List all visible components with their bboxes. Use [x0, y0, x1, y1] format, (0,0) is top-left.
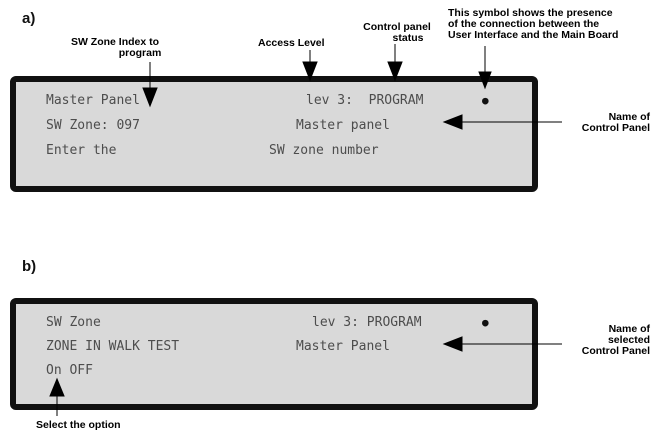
sw-zone-index-text-2: program — [118, 47, 162, 59]
sw-zone-index-text-1: SW Zone Index to — [70, 36, 160, 48]
selected-panel-arrowhead — [442, 336, 463, 352]
lcd-b-row3-left: On OFF — [46, 363, 93, 378]
control-panel-name-text-1: Name of — [608, 111, 650, 123]
lcd-display-b: SW Zone lev 3: PROGRAM ● ZONE IN WALK TE… — [10, 298, 538, 410]
panel-a-label: a) — [22, 10, 36, 27]
connection-symbol-text-3: User Interface and the Main Board — [448, 29, 619, 41]
connection-symbol-text-2: of the connection between the — [448, 18, 600, 30]
sw-zone-index-annotation: SW Zone Index to program — [50, 37, 180, 59]
lcd-b-row1-left: SW Zone — [46, 315, 101, 330]
lcd-a-row1-right: lev 3: PROGRAM — [306, 93, 424, 108]
status-arrowhead — [387, 61, 403, 82]
lcd-a-row3-left: Enter the — [46, 143, 117, 158]
control-panel-status-text-1: Control panel — [363, 21, 431, 33]
select-option-arrowhead — [49, 377, 65, 397]
selected-control-panel-annotation: Name of selected Control Panel — [546, 324, 650, 357]
selected-panel-name-text-1: Name of — [608, 323, 650, 335]
lcd-display-a: Master Panel lev 3: PROGRAM ● SW Zone: 0… — [10, 76, 538, 192]
control-panel-status-text-2: status — [392, 32, 424, 44]
lcd-b-row2-right: Master Panel — [296, 339, 390, 354]
access-level-annotation: Access Level — [258, 37, 325, 49]
control-panel-name-annotation: Name of Control Panel — [546, 112, 650, 134]
symbol-arrowhead — [478, 71, 492, 90]
lcd-b-row2-left: ZONE IN WALK TEST — [46, 339, 180, 354]
lcd-a-row3-right: SW zone number — [269, 143, 379, 158]
selected-panel-name-text-3: Control Panel — [581, 345, 650, 357]
lcd-a-row2-left: SW Zone: 097 — [46, 118, 140, 133]
lcd-a-row1-left: Master Panel — [46, 93, 140, 108]
connection-symbol-icon: ● — [482, 94, 489, 107]
lcd-a-row2-right: Master panel — [296, 118, 390, 133]
access-level-arrowhead — [302, 61, 318, 82]
sw-zone-index-arrowhead — [142, 87, 158, 108]
connection-symbol-text-1: This symbol shows the presence — [448, 7, 613, 19]
panel-b-label: b) — [22, 258, 37, 275]
control-panel-status-annotation: Control panel status — [352, 22, 442, 44]
select-option-annotation: Select the option — [36, 419, 121, 431]
panel-name-arrowhead — [442, 114, 463, 130]
lcd-b-row1-right: lev 3: PROGRAM — [312, 315, 422, 330]
selected-panel-name-text-2: selected — [607, 334, 650, 346]
connection-symbol-icon-b: ● — [482, 316, 489, 329]
connection-symbol-annotation: This symbol shows the presence of the co… — [448, 8, 618, 41]
control-panel-name-text-2: Control Panel — [581, 122, 650, 134]
